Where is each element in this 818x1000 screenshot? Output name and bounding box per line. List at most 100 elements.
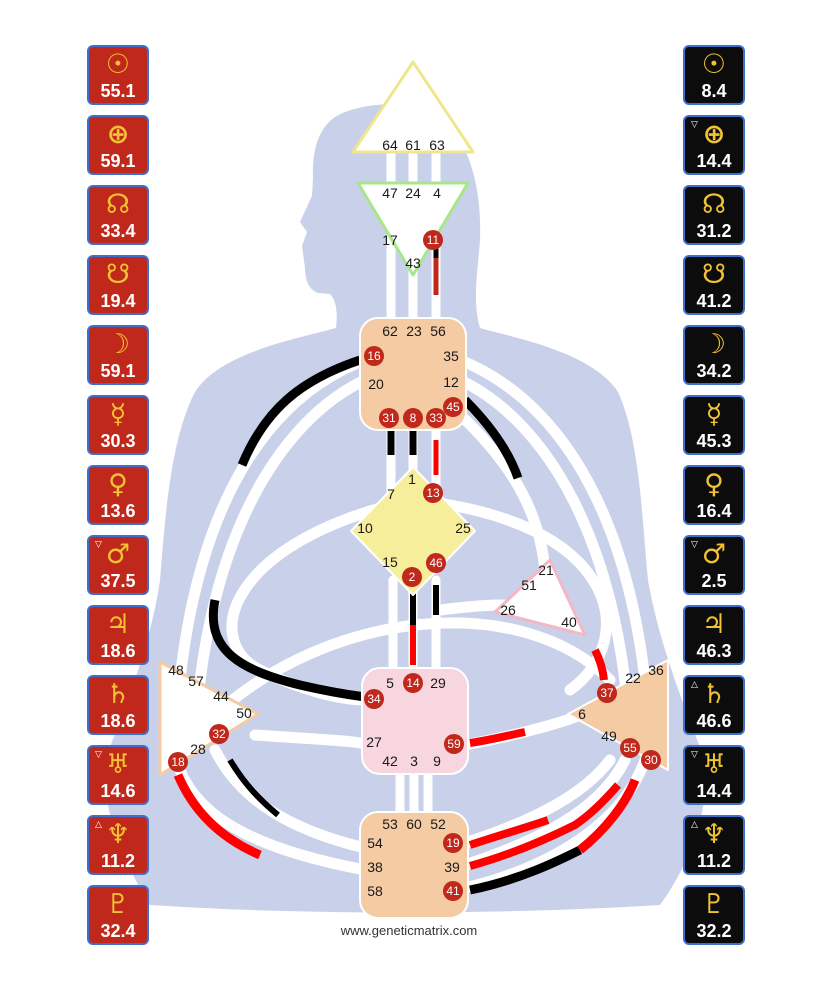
gate-label: 21	[538, 562, 554, 578]
gate-label: 2	[409, 570, 416, 584]
gate-label: 25	[455, 520, 471, 536]
design-planet-sun: ☉ 55.1	[87, 45, 149, 105]
planet-value: 18.6	[100, 711, 136, 731]
gate-label: 29	[430, 675, 446, 691]
gate-label: 11	[427, 233, 440, 247]
design-planet-north-node: ☊ 33.4	[87, 185, 149, 245]
throat-center	[359, 317, 467, 431]
gate-label: 33	[429, 411, 443, 425]
gate-label: 64	[382, 137, 398, 153]
personality-planet-earth: ▽ ⊕ 14.4	[683, 115, 745, 175]
gate-label: 62	[382, 323, 398, 339]
planet-value: 2.5	[701, 571, 727, 591]
activation-marker: ▽	[691, 120, 698, 130]
gate-label: 50	[236, 705, 252, 721]
gate-label: 42	[382, 753, 398, 769]
gate-label: 6	[578, 706, 586, 722]
sun-icon: ☉	[105, 49, 131, 80]
planet-value: 59.1	[100, 151, 136, 171]
gate-activation-marker	[403, 673, 423, 693]
personality-planet-jupiter: ♃ 46.3	[683, 605, 745, 665]
mercury-icon: ☿	[109, 399, 127, 430]
gate-label: 9	[433, 753, 441, 769]
planet-value: 14.6	[100, 781, 136, 801]
gate-label: 31	[382, 411, 396, 425]
activation-marker: △	[95, 820, 102, 830]
gate-activation-marker	[597, 683, 617, 703]
gate-activation-marker	[403, 408, 423, 428]
gate-label: 48	[168, 662, 184, 678]
gate-label: 4	[433, 185, 441, 201]
personality-planet-pluto: ♇ 32.2	[683, 885, 745, 945]
footer-url[interactable]: www.geneticmatrix.com	[340, 923, 478, 938]
gate-label: 20	[368, 376, 384, 392]
planet-value: 59.1	[100, 361, 136, 381]
gate-label: 55	[623, 741, 637, 755]
design-planet-earth: ⊕ 59.1	[87, 115, 149, 175]
gate-label: 61	[405, 137, 421, 153]
planet-value: 45.3	[696, 431, 732, 451]
gate-label: 14	[406, 676, 420, 690]
gate-activation-marker	[443, 397, 463, 417]
jupiter-icon: ♃	[105, 609, 131, 640]
gate-label: 36	[648, 662, 664, 678]
south-node-icon: ☋	[702, 259, 726, 290]
north-node-icon: ☊	[702, 189, 726, 220]
activation-marker: ▽	[95, 750, 102, 760]
solar-plexus-center	[567, 659, 669, 771]
gate-label: 28	[190, 741, 206, 757]
activation-marker: ▽	[691, 540, 698, 550]
gate-label: 1	[408, 471, 416, 487]
planet-value: 8.4	[701, 81, 727, 101]
earth-icon: ⊕	[702, 119, 726, 150]
gate-label: 60	[406, 816, 422, 832]
design-planet-jupiter: ♃ 18.6	[87, 605, 149, 665]
design-planet-mercury: ☿ 30.3	[87, 395, 149, 455]
north-node-icon: ☊	[106, 189, 130, 220]
channel-activations	[173, 245, 640, 895]
moon-icon: ☽	[105, 329, 131, 360]
mercury-icon: ☿	[705, 399, 723, 430]
activation-marker: △	[691, 680, 698, 690]
gate-label: 56	[430, 323, 446, 339]
sacral-center	[361, 667, 469, 775]
planet-value: 31.2	[696, 221, 732, 241]
gate-label: 51	[521, 577, 537, 593]
personality-planet-mercury: ☿ 45.3	[683, 395, 745, 455]
gate-label: 24	[405, 185, 421, 201]
planet-value: 14.4	[696, 151, 732, 171]
design-planet-venus: ♀ 13.6	[87, 465, 149, 525]
ajna-center	[356, 181, 470, 277]
gate-activation-marker	[443, 833, 463, 853]
gate-label: 18	[171, 755, 185, 769]
head-center	[351, 60, 475, 154]
gate-activation-marker	[364, 346, 384, 366]
gate-label: 8	[410, 411, 417, 425]
gate-label: 30	[644, 753, 658, 767]
planet-value: 16.4	[696, 501, 732, 521]
gate-label: 16	[367, 349, 381, 363]
design-planet-pluto: ♇ 32.4	[87, 885, 149, 945]
personality-planet-uranus: ▽ ♅ 14.4	[683, 745, 745, 805]
gate-label: 38	[367, 859, 383, 875]
design-planet-south-node: ☋ 19.4	[87, 255, 149, 315]
design-planet-moon: ☽ 59.1	[87, 325, 149, 385]
gate-label: 43	[405, 255, 421, 271]
planet-value: 41.2	[696, 291, 732, 311]
jupiter-icon: ♃	[701, 609, 727, 640]
planet-value: 14.4	[696, 781, 732, 801]
gate-label: 57	[188, 673, 204, 689]
gate-activation-marker	[423, 230, 443, 250]
gate-label: 54	[367, 835, 383, 851]
gate-label: 15	[382, 554, 398, 570]
planet-value: 46.6	[696, 711, 732, 731]
gate-label: 41	[446, 884, 460, 898]
gate-label: 58	[367, 883, 383, 899]
gate-label: 47	[382, 185, 398, 201]
gate-label: 17	[382, 232, 398, 248]
gate-label: 19	[446, 836, 460, 850]
mars-icon: ♂	[701, 539, 727, 570]
neptune-icon: ♆	[105, 819, 131, 850]
mars-icon: ♂	[105, 539, 131, 570]
